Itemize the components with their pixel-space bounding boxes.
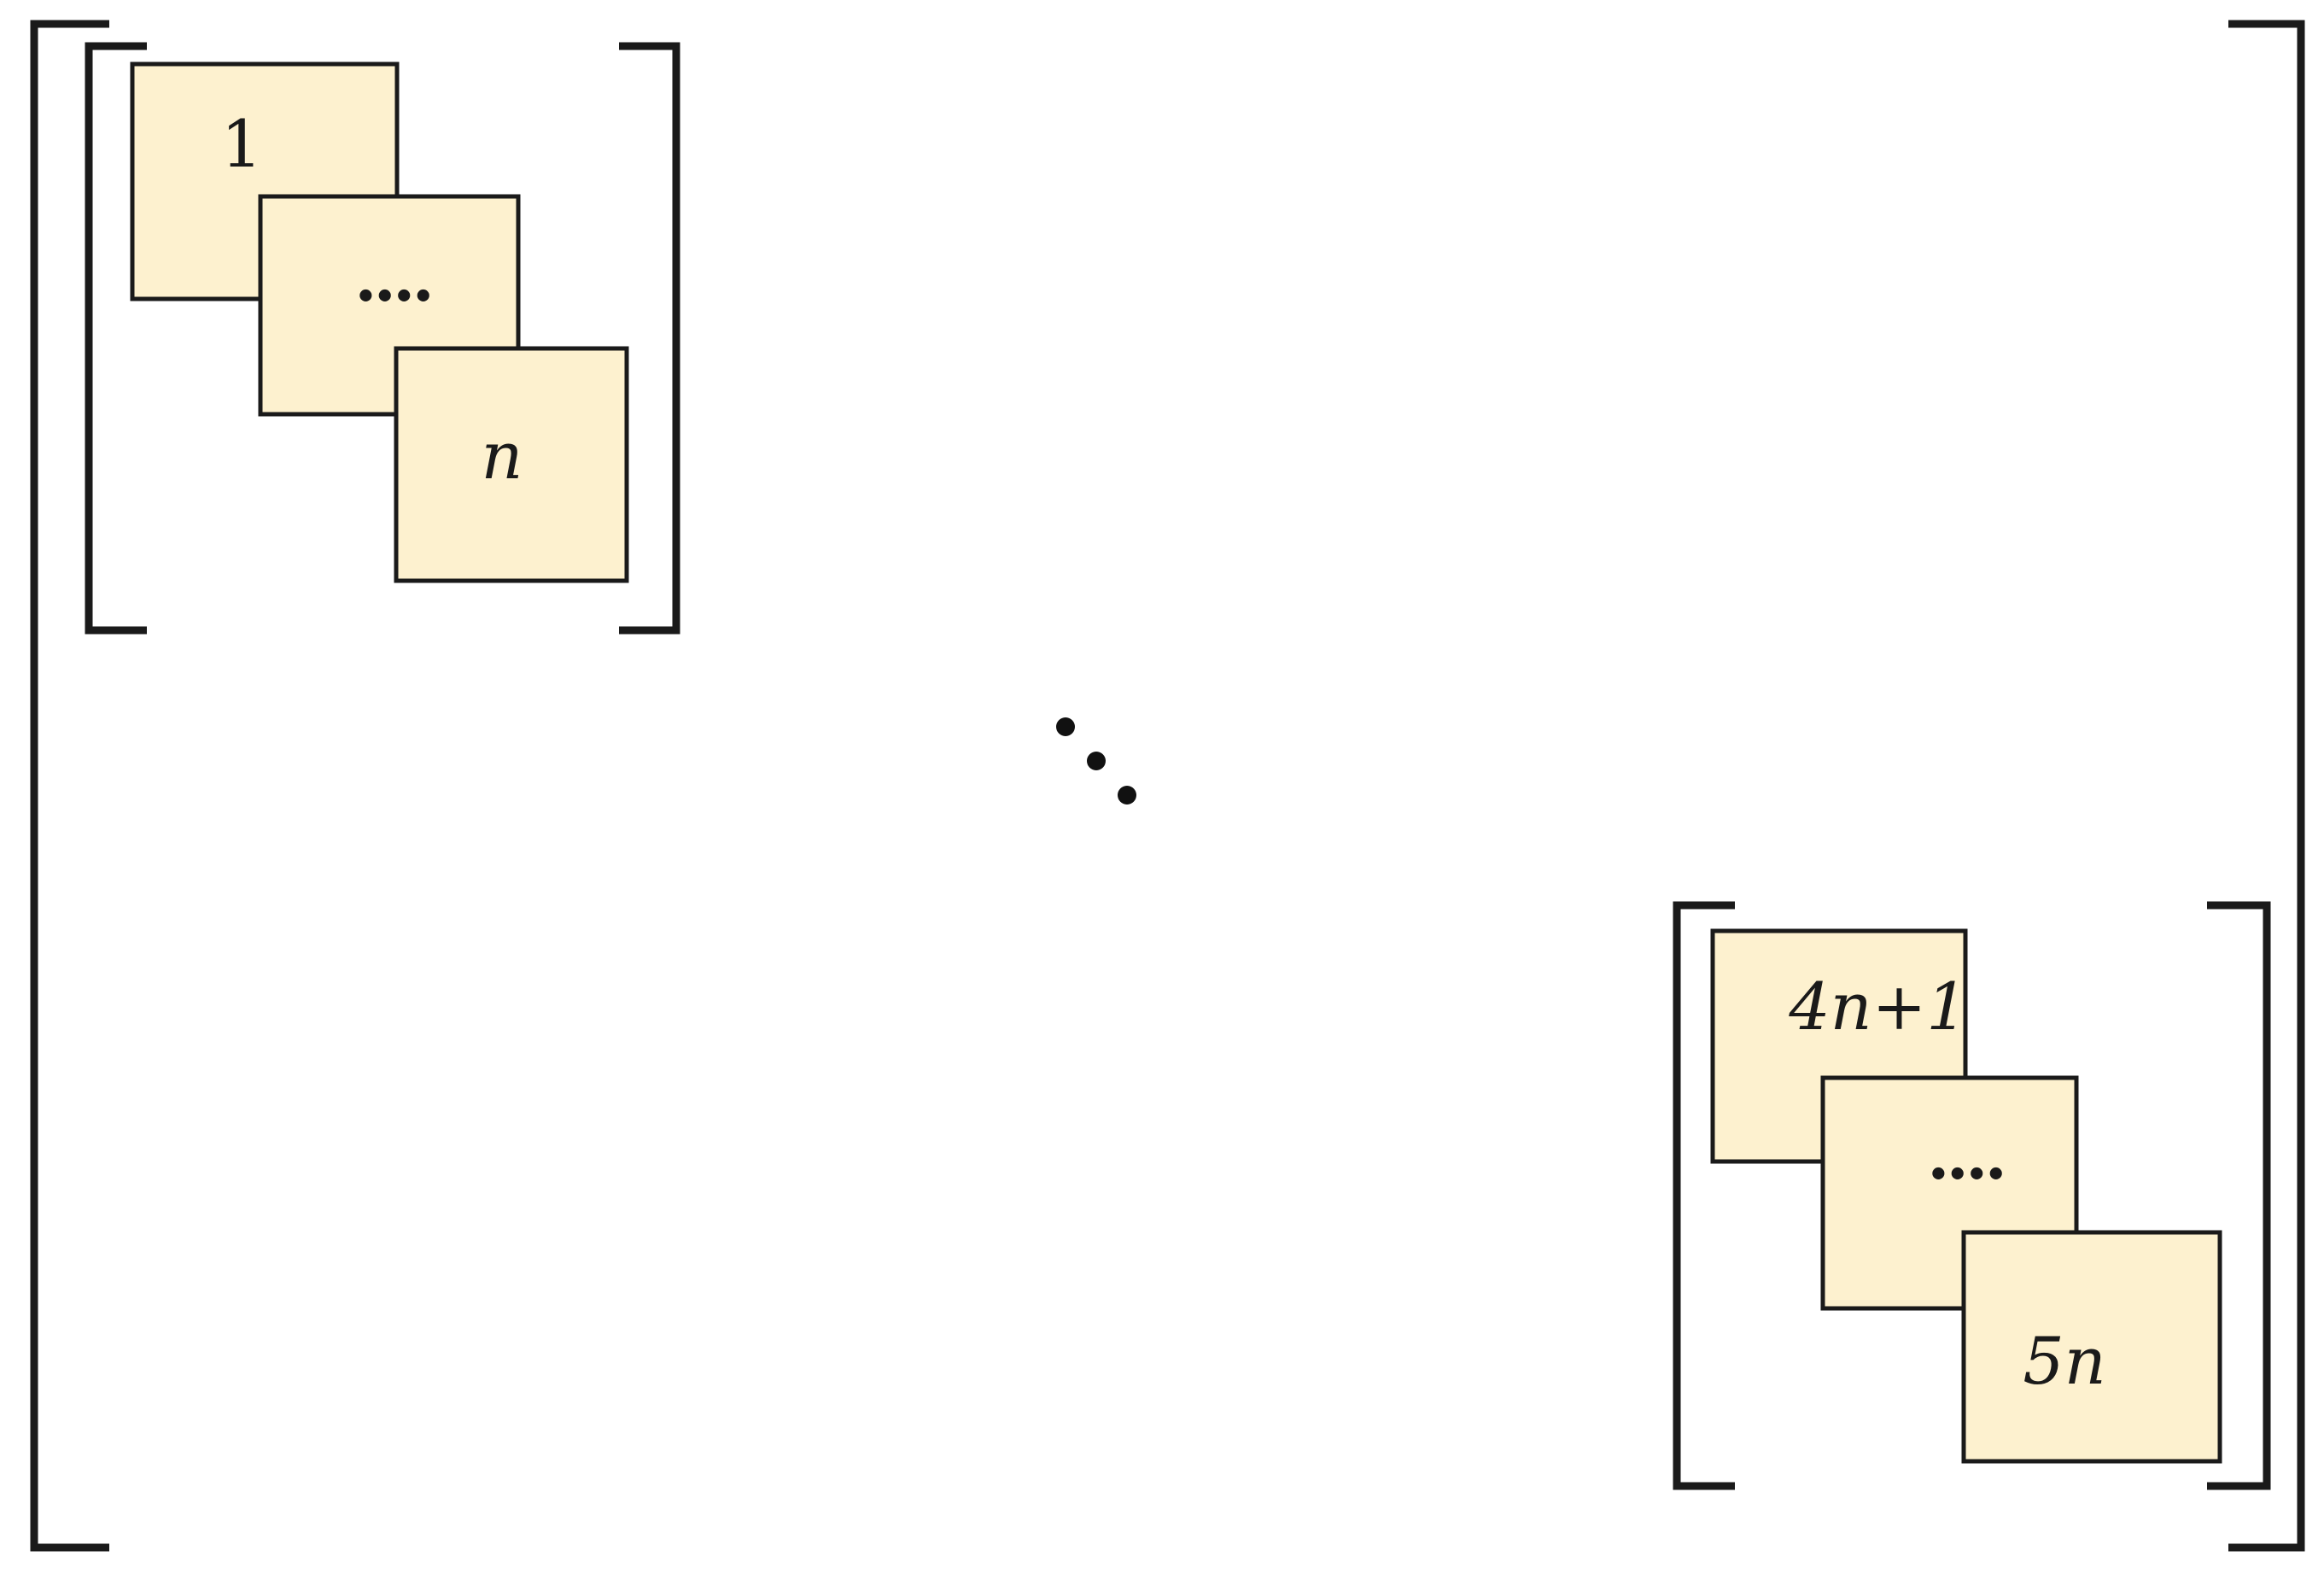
bottom-right-block-2-label: .... (1927, 1118, 2004, 1194)
top-left-block-3: n (394, 346, 629, 583)
bottom-right-block-1-label: 4n+1 (1788, 968, 1967, 1044)
bottom-right-group-left-bracket (1673, 901, 1735, 1490)
bottom-right-block-3-label: 5n (2023, 1323, 2105, 1399)
bottom-right-block-2: .... (1820, 1075, 2079, 1311)
bottom-right-block-3: 5n (1961, 1230, 2222, 1464)
top-left-block-2-label: .... (354, 240, 431, 316)
top-left-group-left-bracket (85, 42, 147, 635)
top-left-block-1-label: 1 (221, 106, 262, 182)
diagonal-ellipsis-icon (1056, 717, 1136, 805)
top-left-block-3-label: n (482, 418, 523, 494)
bottom-right-group-right-bracket (2207, 901, 2271, 1490)
outer-left-bracket (30, 20, 109, 1552)
top-left-group-right-bracket (619, 42, 680, 635)
outer-right-bracket (2228, 20, 2305, 1552)
